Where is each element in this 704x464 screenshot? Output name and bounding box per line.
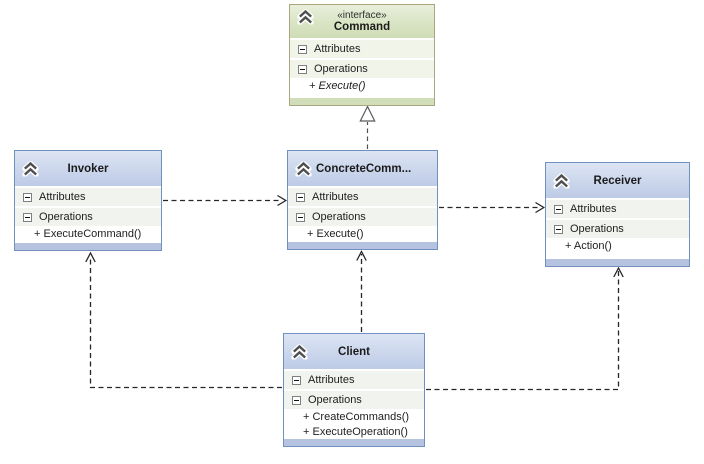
operations-section-row[interactable]: Operations — [288, 208, 437, 226]
operation-label: + Execute() — [309, 79, 366, 92]
operation-item[interactable]: + Action() — [546, 238, 689, 253]
class-name: Invoker — [67, 162, 109, 175]
operations-section-row[interactable]: Operations — [284, 391, 424, 409]
collapse-minus-icon[interactable] — [296, 192, 305, 202]
class-body: Attributes Operations + ExecuteCommand() — [15, 186, 161, 242]
operations-label: Operations — [314, 63, 368, 75]
collapse-chevron-icon[interactable] — [291, 343, 308, 360]
collapse-minus-icon[interactable] — [296, 212, 305, 222]
collapse-minus-icon[interactable] — [554, 204, 563, 214]
stereotype-label: «interface» — [337, 10, 387, 21]
operations-label: Operations — [312, 211, 366, 223]
class-header: «interface» Command — [290, 5, 434, 38]
operations-label: Operations — [570, 223, 624, 235]
collapse-chevron-icon[interactable] — [553, 172, 570, 189]
attributes-section-row[interactable]: Attributes — [546, 200, 689, 218]
class-header: Client — [284, 334, 424, 369]
collapse-minus-icon[interactable] — [298, 44, 307, 54]
class-header: Invoker — [15, 151, 161, 186]
class-body: Attributes Operations + Execute() — [288, 186, 437, 241]
collapse-chevron-icon[interactable] — [295, 160, 312, 177]
operation-item[interactable]: + Execute() — [288, 226, 437, 241]
class-name: ConcreteComm... — [316, 162, 412, 175]
attributes-label: Attributes — [570, 203, 617, 215]
class-box-receiver[interactable]: Receiver Attributes Operations + Action(… — [545, 162, 690, 267]
class-box-command[interactable]: «interface» Command Attributes Operation… — [289, 4, 435, 106]
class-name: Command — [333, 21, 391, 33]
dependency-arrow-concretecommand-to-receiver[interactable] — [439, 201, 546, 214]
operations-section-row[interactable]: Operations — [290, 60, 434, 78]
attributes-label: Attributes — [314, 43, 361, 55]
collapse-minus-icon[interactable] — [292, 395, 301, 405]
collapse-minus-icon[interactable] — [23, 192, 32, 202]
collapse-chevron-icon[interactable] — [22, 160, 39, 177]
class-name: Client — [338, 345, 370, 358]
operation-item[interactable]: + CreateCommands() — [284, 409, 424, 424]
class-body: Attributes Operations + Action() — [546, 198, 689, 258]
operations-section-row[interactable]: Operations — [15, 208, 161, 226]
operation-item[interactable]: + Execute() — [290, 78, 434, 93]
operation-item[interactable]: + ExecuteOperation() — [284, 424, 424, 438]
class-footer — [290, 97, 434, 105]
class-footer — [284, 438, 424, 446]
operation-label: + ExecuteCommand() — [34, 227, 142, 240]
attributes-section-row[interactable]: Attributes — [288, 188, 437, 206]
class-box-concretecommand[interactable]: ConcreteComm... Attributes Operations + … — [287, 150, 438, 250]
realization-arrow-concretecommand-to-command[interactable] — [359, 105, 376, 150]
collapse-minus-icon[interactable] — [298, 64, 307, 74]
attributes-section-row[interactable]: Attributes — [284, 371, 424, 389]
attributes-label: Attributes — [308, 374, 355, 386]
collapse-chevron-icon[interactable] — [297, 8, 314, 26]
class-name: Receiver — [593, 174, 642, 187]
attributes-label: Attributes — [312, 191, 359, 203]
dependency-arrow-client-to-invoker[interactable] — [85, 251, 282, 389]
class-box-invoker[interactable]: Invoker Attributes Operations + ExecuteC… — [14, 150, 162, 251]
class-header: Receiver — [546, 163, 689, 198]
class-box-client[interactable]: Client Attributes Operations + CreateCom… — [283, 333, 425, 447]
collapse-minus-icon[interactable] — [554, 224, 563, 234]
collapse-minus-icon[interactable] — [23, 212, 32, 222]
attributes-section-row[interactable]: Attributes — [290, 40, 434, 58]
attributes-section-row[interactable]: Attributes — [15, 188, 161, 206]
class-footer — [546, 258, 689, 266]
operation-label: + CreateCommands() — [303, 410, 410, 423]
operation-label: + Action() — [565, 239, 612, 252]
collapse-minus-icon[interactable] — [292, 375, 301, 385]
operations-section-row[interactable]: Operations — [546, 220, 689, 238]
dependency-arrow-invoker-to-concretecommand[interactable] — [163, 194, 288, 207]
operation-label: + Execute() — [307, 227, 364, 240]
operation-label: + ExecuteOperation() — [303, 425, 408, 438]
attributes-label: Attributes — [39, 191, 86, 203]
operations-label: Operations — [39, 211, 93, 223]
class-header: ConcreteComm... — [288, 151, 437, 186]
class-body: Attributes Operations + Execute() — [290, 38, 434, 97]
class-footer — [15, 242, 161, 250]
dependency-arrow-client-to-concretecommand[interactable] — [356, 250, 367, 333]
dependency-arrow-client-to-receiver[interactable] — [426, 266, 624, 391]
operation-item[interactable]: + ExecuteCommand() — [15, 226, 161, 241]
class-body: Attributes Operations + CreateCommands()… — [284, 369, 424, 438]
operations-label: Operations — [308, 394, 362, 406]
class-footer — [288, 241, 437, 249]
